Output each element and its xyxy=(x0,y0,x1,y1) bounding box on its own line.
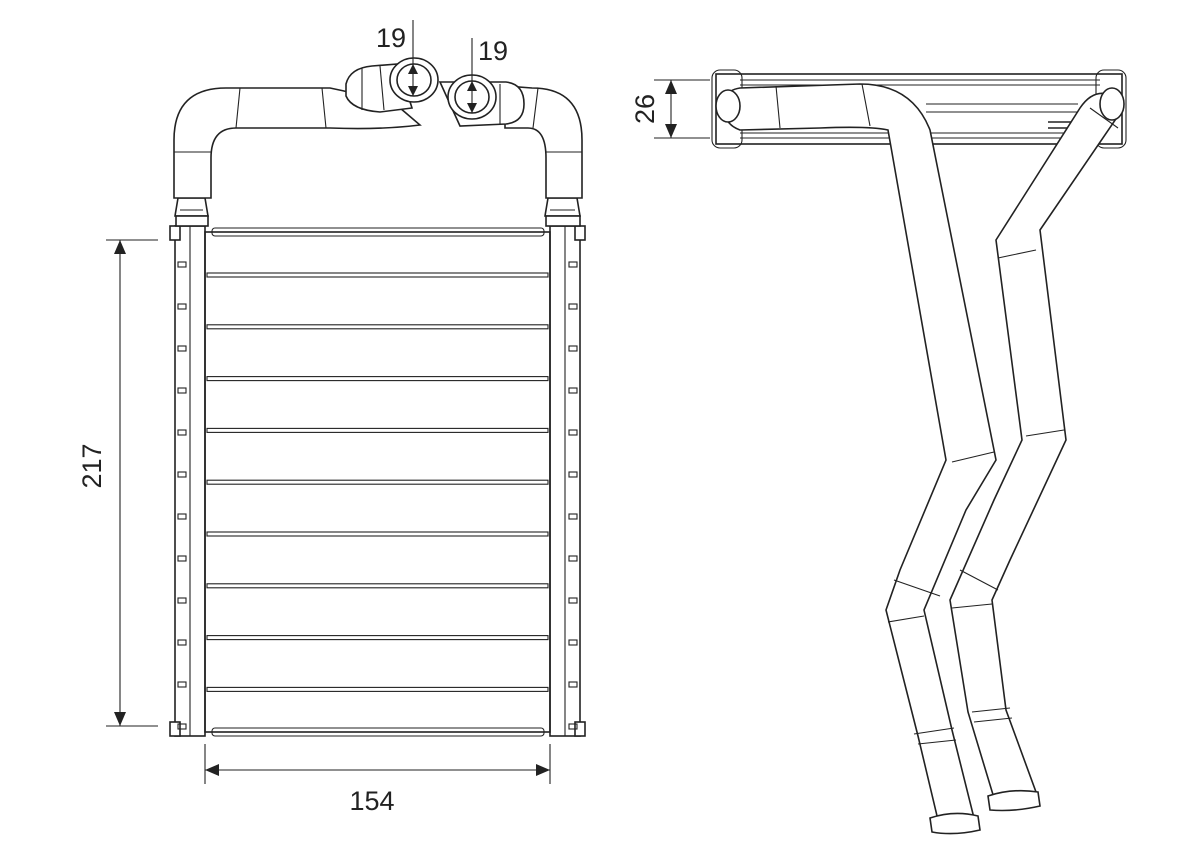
tank-notch xyxy=(568,513,578,520)
tank-notch xyxy=(568,429,578,436)
depth-label: 26 xyxy=(630,94,660,124)
left-tank-notches xyxy=(177,261,187,730)
tank-notch xyxy=(177,429,187,436)
tank-notch xyxy=(177,387,187,394)
right-header-tank xyxy=(549,225,586,737)
core-fin-rows xyxy=(206,272,549,692)
tank-notch xyxy=(568,471,578,478)
tank-notch xyxy=(177,597,187,604)
side-pipe-end-2 xyxy=(1099,87,1125,121)
core-fin-row xyxy=(206,272,549,278)
core-fin-row xyxy=(206,635,549,641)
core-height-dimension: 217 xyxy=(77,239,158,727)
side-pipe-1 xyxy=(724,83,997,821)
tank-notch xyxy=(177,345,187,352)
outlet-diameter-label: 19 xyxy=(478,36,508,66)
core-fin-row xyxy=(206,479,549,485)
side-view: 26 xyxy=(630,69,1127,835)
tank-notch xyxy=(177,723,187,730)
core-fin-row xyxy=(206,324,549,330)
tank-notch xyxy=(568,303,578,310)
depth-dimension: 26 xyxy=(630,79,710,139)
left-pipe-neck xyxy=(174,197,209,217)
tank-notch xyxy=(568,387,578,394)
tank-notch xyxy=(177,555,187,562)
tank-notch xyxy=(177,513,187,520)
core-width-dimension: 154 xyxy=(204,744,551,816)
side-pipe-end-1 xyxy=(715,89,741,123)
tank-notch xyxy=(568,681,578,688)
tank-notch xyxy=(177,261,187,268)
core-height-label: 217 xyxy=(77,443,107,488)
front-view: 19 19 217 154 xyxy=(77,20,586,816)
tank-notch xyxy=(568,723,578,730)
radiator-core xyxy=(204,227,551,737)
tank-notch xyxy=(177,471,187,478)
right-pipe-neck xyxy=(544,197,581,217)
tank-notch xyxy=(177,303,187,310)
left-header-tank xyxy=(169,225,206,737)
outlet-diameter-dimension: 19 xyxy=(467,36,508,113)
tank-notch xyxy=(177,639,187,646)
inlet-port xyxy=(389,57,439,103)
core-width-label: 154 xyxy=(349,786,394,816)
core-fin-row xyxy=(206,531,549,537)
tank-notch xyxy=(568,261,578,268)
core-fin-row xyxy=(206,583,549,589)
inlet-diameter-label: 19 xyxy=(376,23,406,53)
inlet-diameter-dimension: 19 xyxy=(376,20,418,96)
right-tank-notches xyxy=(568,261,578,730)
core-fin-row xyxy=(206,686,549,692)
tank-notch xyxy=(177,681,187,688)
tank-notch xyxy=(568,555,578,562)
side-pipe-2 xyxy=(949,92,1124,799)
tank-notch xyxy=(568,639,578,646)
left-pipe xyxy=(173,87,422,199)
tank-notch xyxy=(568,597,578,604)
tank-notch xyxy=(568,345,578,352)
core-fin-row xyxy=(206,427,549,433)
core-fin-row xyxy=(206,376,549,382)
